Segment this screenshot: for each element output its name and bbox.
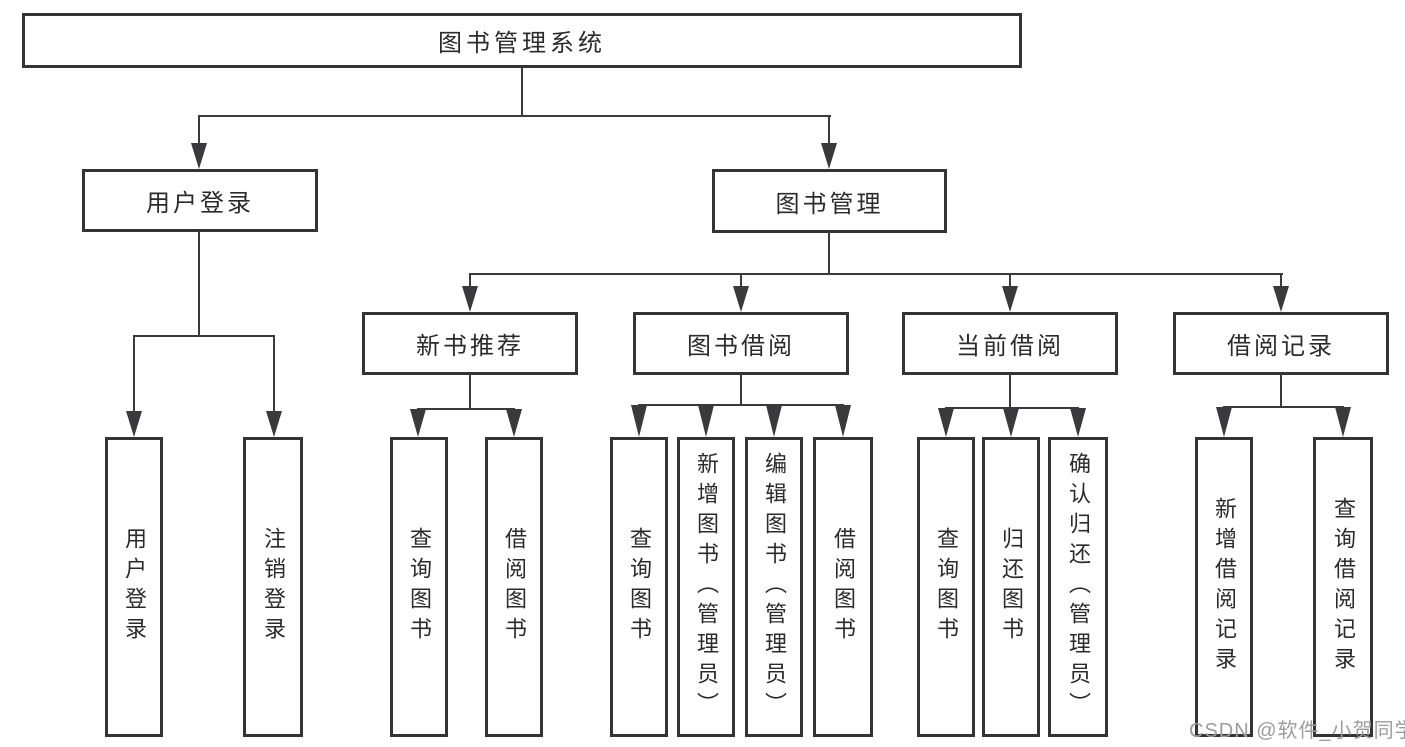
leaf-query-books-1: 查询图书 — [390, 437, 448, 737]
arrowhead-to-query-books-2 — [631, 405, 647, 437]
node-current-borrow: 当前借阅 — [902, 312, 1118, 375]
leaf-return-books: 归还图书 — [982, 437, 1040, 737]
edge-user-login-stub-2 — [273, 335, 275, 413]
arrowhead-to-query-books-3 — [938, 408, 954, 437]
edge-book-mgmt-horizontal — [469, 273, 1283, 275]
node-user-login: 用户登录 — [82, 169, 318, 232]
arrowhead-to-book-borrow — [733, 286, 749, 312]
edge-root-stem — [521, 67, 523, 116]
arrowhead-to-book-mgmt — [821, 143, 837, 169]
csdn-watermark: CSDN @软件_小贺同学 — [1189, 720, 1405, 742]
leaf-logout: 注销登录 — [243, 437, 303, 737]
edge-level1-right-stub — [828, 115, 830, 145]
edge-level1-horizontal — [198, 115, 831, 117]
arrowhead-to-borrow-books-1 — [506, 409, 522, 437]
leaf-borrow-books-2: 借阅图书 — [813, 437, 873, 737]
edge-current-borrow-stem — [1009, 374, 1011, 408]
arrowhead-to-query-books-1 — [410, 409, 426, 437]
arrowhead-to-return-books — [1003, 408, 1019, 437]
node-library-system: 图书管理系统 — [22, 13, 1022, 68]
edge-book-mgmt-stub-1 — [469, 273, 471, 288]
edge-book-mgmt-stem — [828, 232, 830, 274]
arrowhead-to-new-book-rec — [462, 286, 478, 312]
arrowhead-to-leaf-user-login — [126, 411, 142, 437]
node-book-borrow: 图书借阅 — [633, 312, 849, 375]
leaf-add-borrow-record: 新增借阅记录 — [1195, 437, 1253, 737]
edge-borrow-records-stem — [1280, 374, 1282, 408]
arrowhead-to-current-borrow — [1002, 286, 1018, 312]
edge-book-mgmt-stub-3 — [1009, 273, 1011, 288]
edge-level1-left-stub — [198, 115, 200, 145]
node-book-mgmt: 图书管理 — [712, 169, 947, 233]
arrowhead-to-leaf-logout — [266, 411, 282, 437]
arrowhead-to-user-login — [191, 143, 207, 169]
edge-borrow-records-horizontal — [1223, 406, 1344, 408]
leaf-borrow-books-1: 借阅图书 — [485, 437, 543, 737]
arrowhead-to-edit-books — [766, 405, 782, 437]
edge-book-mgmt-stub-4 — [1280, 273, 1282, 288]
edge-new-book-rec-stem — [469, 374, 471, 410]
edge-new-book-rec-horizontal — [417, 408, 515, 410]
leaf-query-borrow-record: 查询借阅记录 — [1313, 437, 1373, 737]
node-new-book-rec: 新书推荐 — [362, 312, 578, 375]
edge-user-login-stem — [198, 231, 200, 336]
node-borrow-records: 借阅记录 — [1173, 312, 1389, 375]
edge-book-mgmt-stub-2 — [740, 273, 742, 288]
arrowhead-to-borrow-books-2 — [835, 405, 851, 437]
leaf-edit-books-admin: 编辑图书（管理员） — [745, 437, 803, 737]
arrowhead-to-add-books — [698, 405, 714, 437]
arrowhead-to-borrow-records — [1273, 286, 1289, 312]
arrowhead-to-query-record — [1335, 407, 1351, 437]
edge-book-borrow-horizontal — [638, 404, 844, 406]
edge-user-login-stub-1 — [133, 335, 135, 413]
leaf-query-books-2: 查询图书 — [610, 437, 668, 737]
arrowhead-to-confirm-return — [1070, 408, 1086, 437]
leaf-confirm-return-admin: 确认归还（管理员） — [1048, 437, 1108, 737]
edge-book-borrow-stem — [740, 374, 742, 406]
arrowhead-to-add-record — [1216, 407, 1232, 437]
leaf-add-books-admin: 新增图书（管理员） — [677, 437, 735, 737]
leaf-query-books-3: 查询图书 — [917, 437, 975, 737]
leaf-user-login: 用户登录 — [105, 437, 163, 737]
edge-user-login-horizontal — [133, 335, 275, 337]
